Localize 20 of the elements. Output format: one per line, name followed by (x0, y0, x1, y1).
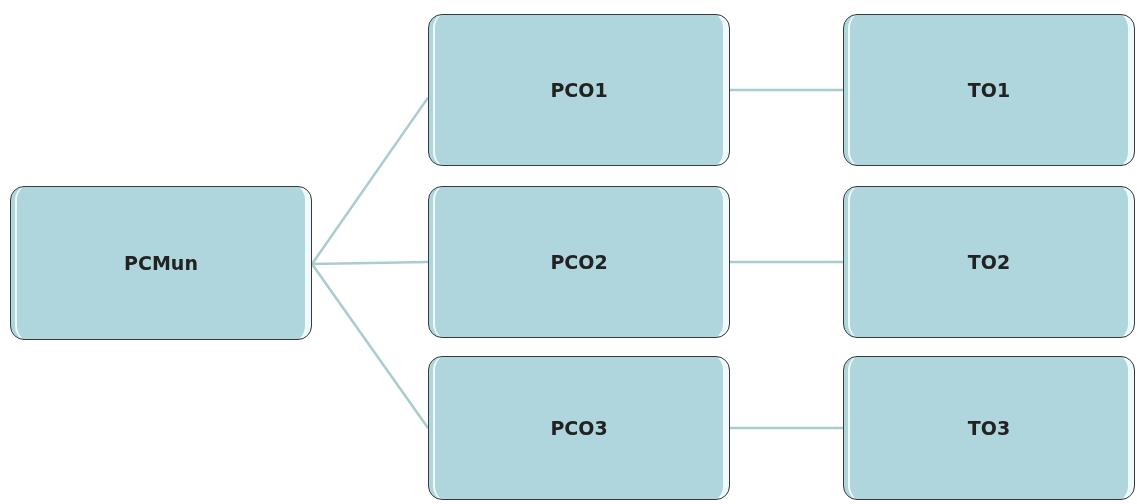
connector-line (310, 96, 430, 265)
node-label: TO3 (967, 417, 1011, 439)
node-label: PCO2 (550, 251, 608, 273)
node-label: TO2 (967, 251, 1011, 273)
node-label: PCO3 (550, 417, 608, 439)
process-box (843, 356, 1135, 500)
node-label: PCMun (124, 252, 198, 274)
process-box (428, 14, 730, 166)
process-box (10, 186, 312, 340)
connector-line (730, 426, 843, 430)
node-label: TO1 (967, 79, 1011, 101)
process-box (428, 356, 730, 500)
node-label: PCO1 (550, 79, 608, 101)
connector-line (730, 88, 843, 92)
connector-line (730, 260, 843, 264)
process-box (843, 14, 1135, 166)
process-box (843, 186, 1135, 338)
connector-line (310, 263, 430, 429)
connector-line (311, 260, 429, 266)
process-box (428, 186, 730, 338)
